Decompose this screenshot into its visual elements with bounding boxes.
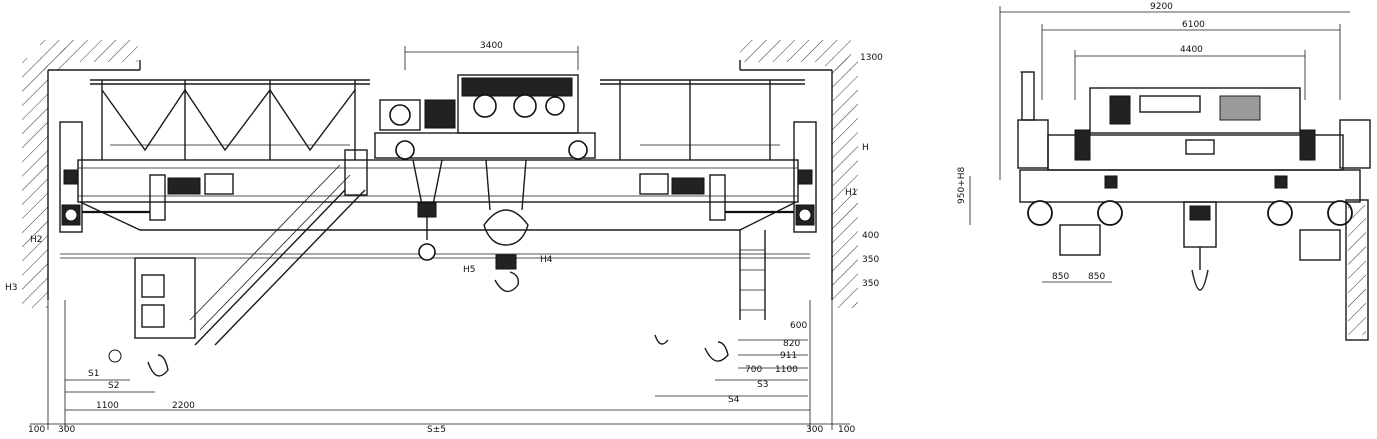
trolley-gauge-label: 3400 [480, 41, 503, 51]
stairway [134, 149, 368, 346]
h1-label: H1 [845, 188, 858, 198]
main-girder [77, 159, 799, 231]
dim-6100: 6100 [1182, 20, 1205, 30]
left-travel-drive [82, 173, 234, 221]
right-dimension-chain: 400 350 350 600 820 911 1100 700 [738, 231, 879, 375]
side-left-dim: 950+H8 [957, 167, 967, 204]
walkway-railing [90, 79, 805, 160]
d2200-label: 2200 [172, 401, 195, 411]
right-ladder [739, 230, 766, 320]
side-dim-850b: 850 [1088, 272, 1105, 282]
h4-label: H4 [540, 255, 553, 265]
dim-911: 911 [780, 351, 797, 361]
trolley: 3400 [374, 41, 596, 160]
s3-right-label: S3 [757, 380, 768, 390]
left-300-label: 300 [58, 425, 75, 435]
h2-label: H2 [30, 235, 43, 245]
right-wall [739, 40, 858, 308]
span-label: S±5 [427, 425, 446, 435]
bottom-dimension-chain: S1 S2 1100 2200 S3 S4 100 300 S±5 300 10… [28, 300, 855, 435]
front-view: 3400 [5, 40, 883, 435]
dim-350b: 350 [862, 279, 879, 289]
right-100-label: 100 [838, 425, 855, 435]
left-end-carriage [59, 121, 83, 233]
s2-left-label: S2 [108, 381, 119, 391]
dim-700: 700 [745, 365, 762, 375]
h5-label: H5 [463, 265, 476, 275]
side-dim-850a: 850 [1052, 272, 1069, 282]
right-end-carriage [793, 121, 817, 233]
side-view: 9200 6100 4400 [957, 2, 1371, 341]
s4-right-label: S4 [728, 395, 740, 405]
clearance-label: 1300 [860, 53, 883, 63]
dim-9200: 9200 [1150, 2, 1173, 12]
d1100-label: 1100 [96, 401, 119, 411]
dim-820: 820 [783, 339, 800, 349]
main-hook [483, 159, 529, 293]
hook-limit-right [654, 334, 729, 362]
right-300-label: 300 [806, 425, 823, 435]
dim-600: 600 [790, 321, 807, 331]
left-wall [22, 40, 141, 308]
hook-limit-left [108, 349, 169, 377]
s1-left-label: S1 [88, 369, 99, 379]
dim-1100: 1100 [775, 365, 798, 375]
h3-label: H3 [5, 283, 18, 293]
right-travel-drive [639, 173, 794, 221]
left-100-label: 100 [28, 425, 45, 435]
h-label: H [862, 143, 869, 153]
aux-hook [412, 159, 443, 261]
dim-400: 400 [862, 231, 879, 241]
dim-350a: 350 [862, 255, 879, 265]
dim-4400: 4400 [1180, 45, 1203, 55]
